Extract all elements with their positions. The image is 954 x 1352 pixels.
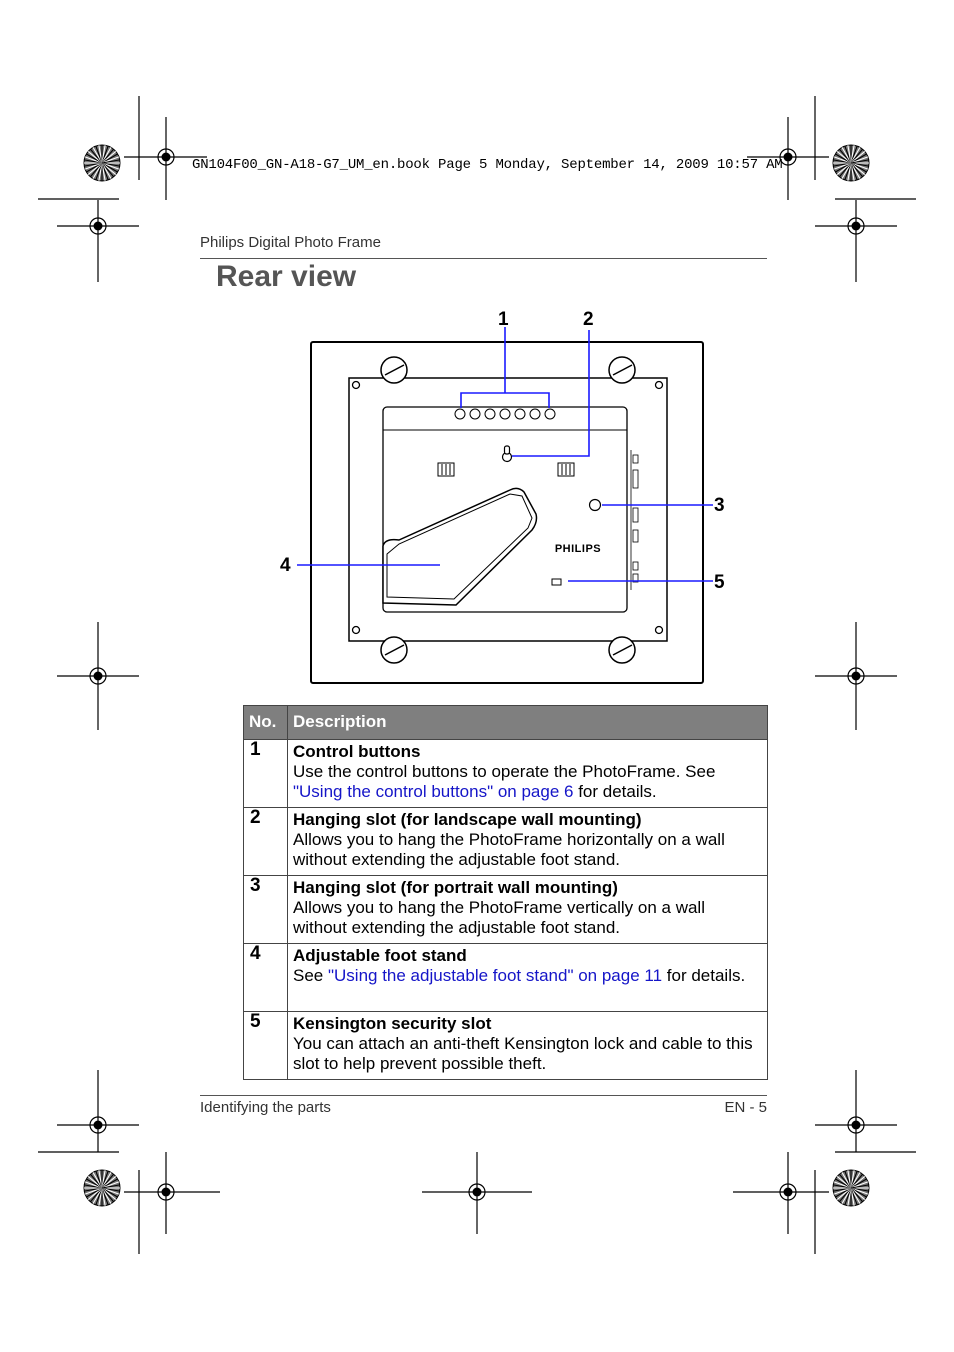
callout-1: 1	[498, 309, 509, 330]
adjustable-foot-stand	[382, 487, 538, 606]
callout-3: 3	[714, 495, 725, 516]
column-header-description: Description	[287, 705, 768, 740]
registration-target-icon	[157, 148, 175, 166]
callout-5: 5	[714, 572, 725, 593]
column-header-no: No.	[243, 705, 288, 740]
row-title: Control buttons	[293, 742, 421, 761]
footer-section-name: Identifying the parts	[200, 1099, 331, 1116]
registration-target-icon	[847, 1116, 865, 1134]
device-control-button	[529, 408, 541, 420]
callout-2: 2	[583, 309, 594, 330]
callout-lines	[297, 327, 713, 582]
starburst-mark-icon	[83, 1169, 121, 1207]
row-text: Use the control buttons to operate the P…	[293, 762, 716, 781]
row-number: 1	[243, 739, 288, 808]
registration-target-icon	[89, 217, 107, 235]
row-title: Adjustable foot stand	[293, 946, 467, 965]
row-description: Hanging slot (for landscape wall mountin…	[287, 807, 768, 876]
row-number: 3	[243, 875, 288, 944]
footer-page-number: EN - 5	[724, 1099, 767, 1116]
registration-target-icon	[89, 1116, 107, 1134]
side-connectors	[630, 450, 639, 590]
row-text: Allows you to hang the PhotoFrame vertic…	[293, 898, 705, 937]
running-header: Philips Digital Photo Frame	[200, 234, 381, 251]
row-text: Allows you to hang the PhotoFrame horizo…	[293, 830, 725, 869]
row-number: 5	[243, 1011, 288, 1080]
table-row: 3 Hanging slot (for portrait wall mounti…	[243, 875, 768, 944]
cross-reference-link[interactable]: "Using the control buttons" on page 6	[293, 782, 574, 801]
control-button-strip	[454, 408, 556, 420]
row-description: Hanging slot (for portrait wall mounting…	[287, 875, 768, 944]
header-rule	[200, 258, 767, 259]
row-title: Kensington security slot	[293, 1014, 492, 1033]
row-text-end: for details.	[573, 782, 657, 801]
registration-target-icon	[779, 148, 797, 166]
device-control-button	[469, 408, 481, 420]
philips-logo: PHILIPS	[555, 543, 601, 555]
registration-target-icon	[847, 667, 865, 685]
corner-screws	[351, 380, 664, 635]
portrait-hanging-slot	[588, 498, 602, 512]
device-control-button	[544, 408, 556, 420]
table-row: 2 Hanging slot (for landscape wall mount…	[243, 807, 768, 876]
registration-target-icon	[847, 217, 865, 235]
registration-target-icon	[157, 1183, 175, 1201]
row-number: 4	[243, 943, 288, 1012]
mounting-clips	[380, 356, 636, 664]
callout-4: 4	[280, 555, 291, 576]
device-control-button	[454, 408, 466, 420]
row-number: 2	[243, 807, 288, 876]
table-header-row: No. Description	[243, 705, 768, 740]
print-slug: GN104F00_GN-A18-G7_UM_en.book Page 5 Mon…	[192, 157, 783, 173]
footer-rule	[200, 1095, 767, 1096]
registration-target-icon	[468, 1183, 486, 1201]
device-control-button	[499, 408, 511, 420]
device-control-button	[484, 408, 496, 420]
row-text: You can attach an anti-theft Kensington …	[293, 1034, 753, 1073]
starburst-mark-icon	[83, 144, 121, 182]
device-control-button	[514, 408, 526, 420]
rear-view-illustration: PHILIPS 1 2 3 4 5	[280, 309, 725, 684]
row-title: Hanging slot (for portrait wall mounting…	[293, 878, 618, 897]
vent-slots	[437, 462, 575, 477]
page-title: Rear view	[216, 260, 357, 293]
landscape-hanging-slot	[501, 445, 513, 463]
row-title: Hanging slot (for landscape wall mountin…	[293, 810, 642, 829]
starburst-mark-icon	[832, 1169, 870, 1207]
row-text: See	[293, 966, 328, 985]
row-text-end: for details.	[662, 966, 746, 985]
cross-reference-link[interactable]: "Using the adjustable foot stand" on pag…	[327, 966, 663, 985]
starburst-mark-icon	[832, 144, 870, 182]
registration-target-icon	[779, 1183, 797, 1201]
registration-target-icon	[89, 667, 107, 685]
kensington-slot	[551, 578, 562, 586]
